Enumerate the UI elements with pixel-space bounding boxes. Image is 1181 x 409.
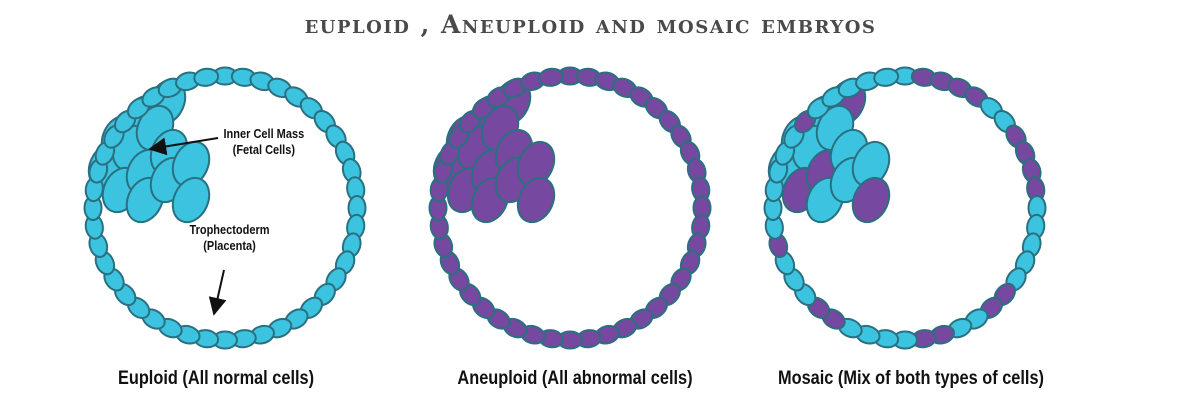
inner-cell-mass-label: Inner Cell Mass (Fetal Cells) — [224, 126, 305, 158]
inner-cell-mass-cell — [171, 176, 211, 224]
trophectoderm-cell — [873, 67, 900, 87]
trophectoderm-label: Trophectoderm (Placenta) — [189, 222, 269, 254]
euploid-caption: Euploid (All normal cells) — [117, 368, 315, 389]
trophectoderm-line2: (Placenta) — [203, 239, 256, 253]
inner-cell-mass-cell — [516, 176, 556, 224]
trophectoderm-line1: Trophectoderm — [189, 223, 270, 237]
trophectoderm-cell — [538, 67, 565, 87]
trophectoderm-arrow — [208, 269, 227, 316]
aneuploid-caption: Aneuploid (All abnormal cells) — [457, 368, 693, 389]
inner-cell-mass-line1: Inner Cell Mass — [223, 127, 305, 141]
embryo-euploid — [83, 66, 367, 350]
mosaic-caption: Mosaic (Mix of both types of cells) — [777, 368, 1045, 389]
diagram-title: euploid , Aneuploid and mosaic embryos — [304, 10, 877, 39]
inner-cell-mass-cell — [851, 176, 891, 224]
embryo-mosaic — [763, 66, 1047, 350]
inner-cell-mass-arrow — [148, 137, 219, 156]
inner-cell-mass-line2: (Fetal Cells) — [232, 143, 296, 157]
trophectoderm-cell — [193, 67, 220, 87]
embryo-aneuploid — [428, 66, 712, 350]
